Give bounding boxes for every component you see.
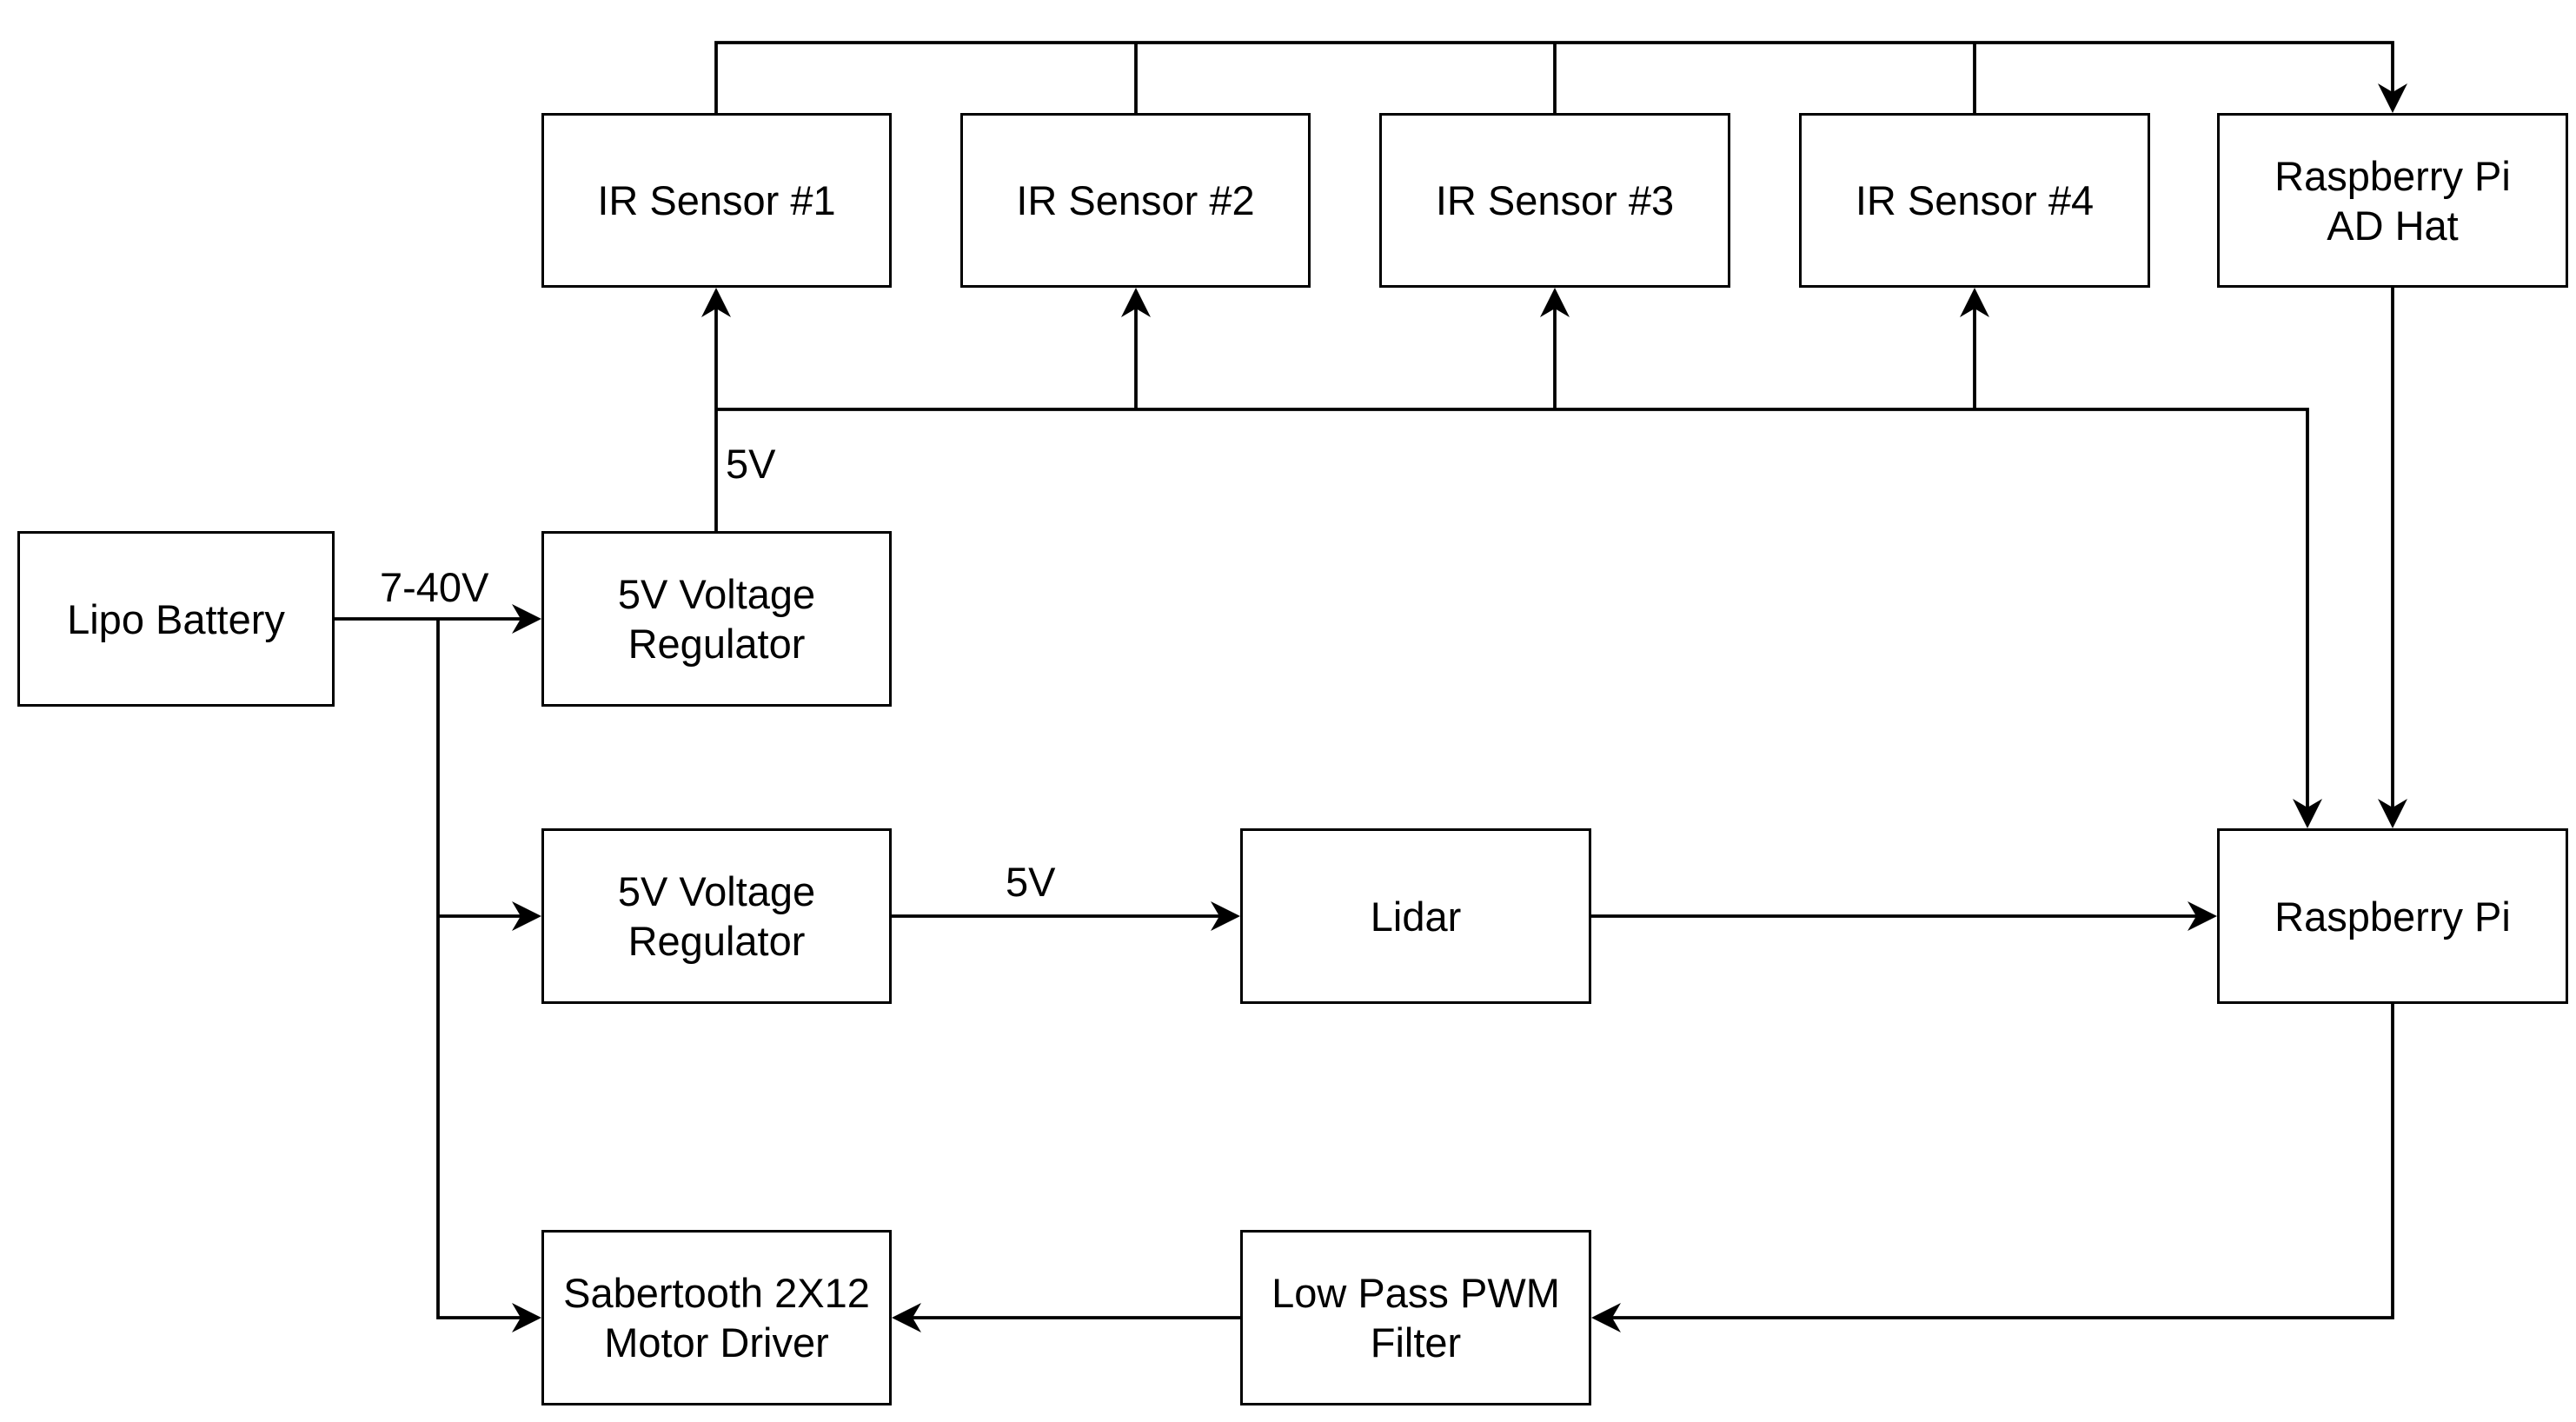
ir-sensor-2-block: IR Sensor #2: [960, 113, 1311, 288]
arrow-into-pi-from-lidar-head: [2188, 901, 2217, 931]
raspberry-pi-ad-hat-label: Raspberry Pi AD Hat: [2274, 152, 2511, 249]
arrow-into-ir-sensor-3-head: [1540, 288, 1570, 317]
arrow-into-motor-driver-from-filter-head: [892, 1303, 921, 1332]
ir-sensor-1-block: IR Sensor #1: [541, 113, 892, 288]
arrow-into-ir-sensor-4-head: [1960, 288, 1989, 317]
arrow-into-motor-driver-from-battery-head: [512, 1303, 541, 1332]
motor-driver-block: Sabertooth 2X12 Motor Driver: [541, 1230, 892, 1405]
motor-driver-label: Sabertooth 2X12 Motor Driver: [563, 1270, 870, 1366]
lipo-battery-label: Lipo Battery: [67, 595, 285, 642]
raspberry-pi-block: Raspberry Pi: [2217, 828, 2568, 1004]
voltage-regulator-mid-label: 5V Voltage Regulator: [617, 868, 816, 964]
pwm-filter-label: Low Pass PWM Filter: [1271, 1270, 1560, 1366]
ir-sensor-1-label: IR Sensor #1: [597, 177, 836, 223]
lidar-supply-voltage-label: 5V: [1006, 859, 1056, 905]
sensor-supply-voltage-label: 5V: [726, 441, 776, 487]
arrow-into-regulator-mid-head: [512, 901, 541, 931]
ir-sensor-3-block: IR Sensor #3: [1379, 113, 1730, 288]
ir-sensor-3-label: IR Sensor #3: [1435, 177, 1675, 223]
ir-sensor-4-label: IR Sensor #4: [1855, 177, 2095, 223]
pwm-filter-block: Low Pass PWM Filter: [1240, 1230, 1591, 1405]
arrow-into-ir-sensor-2-head: [1121, 288, 1151, 317]
lidar-block: Lidar: [1240, 828, 1591, 1004]
arrow-into-ir-sensor-1-head: [701, 288, 731, 317]
raspberry-pi-label: Raspberry Pi: [2274, 893, 2511, 940]
arrow-into-filter-head: [1591, 1303, 1621, 1332]
arrow-into-ad-hat-head: [2378, 83, 2407, 113]
five-volt-distribution-wire: [716, 408, 2309, 814]
battery-branch-trunk-wire: [436, 619, 528, 1319]
pi-to-filter-wire: [1606, 1004, 2394, 1319]
ir-sensor-2-label: IR Sensor #2: [1016, 177, 1255, 223]
voltage-regulator-mid-block: 5V Voltage Regulator: [541, 828, 892, 1004]
arrow-into-pi-from-ad-hat-head: [2378, 799, 2407, 828]
ir-sensor-4-block: IR Sensor #4: [1799, 113, 2150, 288]
arrow-into-lidar-head: [1211, 901, 1240, 931]
lipo-battery-block: Lipo Battery: [17, 531, 335, 707]
lidar-label: Lidar: [1370, 893, 1462, 940]
voltage-regulator-top-label: 5V Voltage Regulator: [617, 571, 816, 667]
voltage-regulator-top-block: 5V Voltage Regulator: [541, 531, 892, 707]
arrow-into-pi-from-rail-head: [2293, 799, 2322, 828]
raspberry-pi-ad-hat-block: Raspberry Pi AD Hat: [2217, 113, 2568, 288]
arrow-into-regulator-top-head: [512, 604, 541, 634]
battery-voltage-label: 7-40V: [380, 564, 489, 610]
